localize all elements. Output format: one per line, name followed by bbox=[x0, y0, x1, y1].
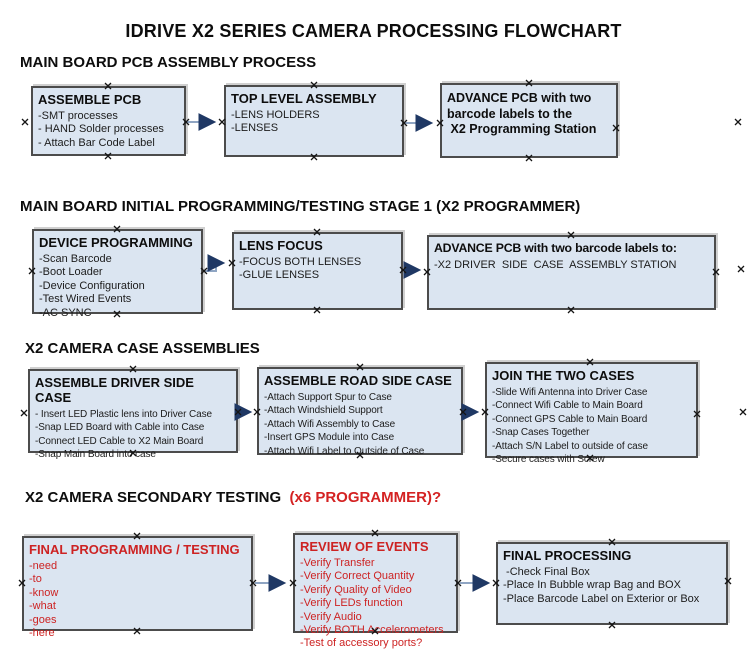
box-item: -what bbox=[29, 600, 56, 613]
box-item: - Insert LED Plastic lens into Driver Ca… bbox=[35, 409, 212, 420]
box-item: -LENSES bbox=[231, 122, 279, 135]
box-item: -Boot Loader bbox=[39, 266, 103, 279]
flow-box-final-processing: FINAL PROCESSING -Check Final Box-Place … bbox=[496, 542, 728, 625]
box-item: -Verify LEDs function bbox=[300, 597, 403, 610]
box-item: - Attach Bar Code Label bbox=[38, 136, 155, 149]
box-title: DEVICE PROGRAMMING bbox=[39, 235, 193, 250]
flow-box-advance-pcb-driver-side: ADVANCE PCB with two barcode labels to: … bbox=[427, 235, 716, 310]
flow-box-lens-focus: LENS FOCUS -FOCUS BOTH LENSES-GLUE LENSE… bbox=[232, 232, 403, 310]
box-item: -Secure cases with Screw bbox=[492, 454, 605, 466]
box-item: -Scan Barcode bbox=[39, 253, 112, 265]
box-item: -to bbox=[29, 573, 42, 586]
box-item: -Snap LED Board with Cable into Case bbox=[35, 422, 205, 434]
flow-box-top-level-assembly: TOP LEVEL ASSEMBLY -LENS HOLDERS-LENSES bbox=[224, 85, 404, 157]
box-title: ASSEMBLE ROAD SIDE CASE bbox=[264, 373, 452, 388]
flow-box-assemble-pcb: ASSEMBLE PCB -SMT processes- HAND Solder… bbox=[31, 86, 186, 156]
box-item: -Device Configuration bbox=[39, 279, 145, 292]
box-item: -Verify Audio bbox=[300, 610, 362, 623]
box-items: -Attach Support Spur to Case -Attach Wind… bbox=[264, 391, 456, 458]
flow-box-assemble-road-side-case: ASSEMBLE ROAD SIDE CASE -Attach Support … bbox=[257, 367, 463, 458]
box-item: -Snap Main Board into case bbox=[35, 449, 156, 461]
box-item: - HAND Solder processes bbox=[38, 123, 164, 136]
box-item: -SMT processes bbox=[38, 110, 118, 122]
box-item: -know bbox=[29, 586, 59, 599]
box-item: -FOCUS BOTH LENSES bbox=[239, 256, 362, 268]
box-items: -Scan Barcode-Boot Loader-Device Configu… bbox=[39, 253, 196, 320]
box-items: -Verify Transfer-Verify Correct Quantity… bbox=[300, 557, 451, 651]
section-header-case-assemblies: X2 CAMERA CASE ASSEMBLIES bbox=[25, 340, 260, 357]
section-header-secondary-testing: X2 CAMERA SECONDARY TESTING (x6 PROGRAMM… bbox=[25, 489, 441, 506]
box-item: -X2 DRIVER SIDE CASE ASSEMBLY STATION bbox=[434, 259, 677, 271]
box-title: FINAL PROGRAMMING / TESTING bbox=[29, 542, 240, 557]
box-item: -Connect LED Cable to X2 Main Board bbox=[35, 435, 204, 447]
box-item: -Test of accessory ports? bbox=[300, 637, 423, 650]
flow-box-assemble-driver-side-case: ASSEMBLE DRIVER SIDE CASE - Insert LED P… bbox=[28, 369, 238, 460]
box-title: ASSEMBLE PCB bbox=[38, 92, 142, 107]
box-item: -AC SYNC bbox=[39, 306, 92, 319]
box-item: -goes bbox=[29, 613, 57, 626]
box-title: REVIEW OF EVENTS bbox=[300, 539, 429, 554]
box-item: -here bbox=[29, 627, 55, 640]
box-item: -Place Barcode Label on Exterior or Box bbox=[503, 592, 700, 605]
box-item: -Attach Support Spur to Case bbox=[264, 392, 392, 403]
box-item: -Verify Transfer bbox=[300, 557, 375, 569]
section-header-initial-programming: MAIN BOARD INITIAL PROGRAMMING/TESTING S… bbox=[20, 198, 581, 215]
box-item: -Snap Cases Together bbox=[492, 427, 590, 439]
flow-box-final-programming-testing: FINAL PROGRAMMING / TESTING -need-to-kno… bbox=[22, 536, 253, 639]
box-item: -Attach Wifi Label to Outside of Case bbox=[264, 445, 425, 457]
box-items: -LENS HOLDERS-LENSES bbox=[231, 109, 397, 136]
box-item: -Verify Quality of Video bbox=[300, 583, 412, 596]
box-items: -X2 DRIVER SIDE CASE ASSEMBLY STATION bbox=[434, 259, 709, 272]
box-item: -Test Wired Events bbox=[39, 293, 132, 306]
box-items: -SMT processes- HAND Solder processes- A… bbox=[38, 110, 179, 150]
flow-box-join-the-two-cases: JOIN THE TWO CASES -Slide Wifi Antenna i… bbox=[485, 362, 698, 465]
section-header-secondary-testing-black: X2 CAMERA SECONDARY TESTING bbox=[25, 489, 286, 506]
section-header-secondary-testing-red: (x6 PROGRAMMER)? bbox=[285, 489, 442, 506]
section-header-pcb-assembly: MAIN BOARD PCB ASSEMBLY PROCESS bbox=[20, 54, 317, 71]
box-item: -Connect GPS Cable to Main Board bbox=[492, 413, 648, 425]
flow-box-advance-pcb-programming-station: ADVANCE PCB with two barcode labels to t… bbox=[440, 83, 618, 158]
box-title: ADVANCE PCB with two barcode labels to t… bbox=[447, 91, 597, 136]
box-title: ASSEMBLE DRIVER SIDE CASE bbox=[35, 375, 198, 405]
box-item: -Slide Wifi Antenna into Driver Case bbox=[492, 387, 648, 398]
box-item: -Attach S/N Label to outside of case bbox=[492, 440, 648, 452]
box-title: LENS FOCUS bbox=[239, 238, 323, 253]
box-item: -Verify Correct Quantity bbox=[300, 570, 415, 583]
box-item: -LENS HOLDERS bbox=[231, 109, 320, 121]
box-item: -Attach Windshield Support bbox=[264, 405, 383, 417]
box-items: -FOCUS BOTH LENSES-GLUE LENSES bbox=[239, 256, 396, 283]
page-title: IDRIVE X2 SERIES CAMERA PROCESSING FLOWC… bbox=[125, 21, 622, 41]
box-items: -need-to-know-what-goes-here bbox=[29, 560, 246, 640]
box-title: FINAL PROCESSING bbox=[503, 548, 632, 563]
box-item: -need bbox=[29, 560, 58, 572]
box-title: TOP LEVEL ASSEMBLY bbox=[231, 91, 377, 106]
box-item: -Place In Bubble wrap Bag and BOX bbox=[503, 579, 681, 592]
box-item: -Attach Wifi Assembly to Case bbox=[264, 418, 396, 430]
box-title: ADVANCE PCB with two barcode labels to: bbox=[434, 241, 677, 255]
box-item: -Check Final Box bbox=[503, 566, 590, 578]
box-items: - Insert LED Plastic lens into Driver Ca… bbox=[35, 408, 231, 462]
flow-box-device-programming: DEVICE PROGRAMMING -Scan Barcode-Boot Lo… bbox=[32, 229, 203, 319]
box-title: JOIN THE TWO CASES bbox=[492, 368, 635, 383]
box-item: -Verify BOTH Accelerometers bbox=[300, 624, 444, 637]
arrow-deviceprog-to-lensfocus bbox=[204, 254, 226, 272]
box-item: -GLUE LENSES bbox=[239, 269, 320, 282]
box-item: -Insert GPS Module into Case bbox=[264, 432, 395, 444]
flow-box-review-of-events: REVIEW OF EVENTS -Verify Transfer-Verify… bbox=[293, 533, 458, 649]
box-items: -Check Final Box-Place In Bubble wrap Ba… bbox=[503, 566, 721, 606]
box-item: -Connect Wifi Cable to Main Board bbox=[492, 400, 643, 412]
box-items: -Slide Wifi Antenna into Driver Case -Con… bbox=[492, 386, 691, 466]
